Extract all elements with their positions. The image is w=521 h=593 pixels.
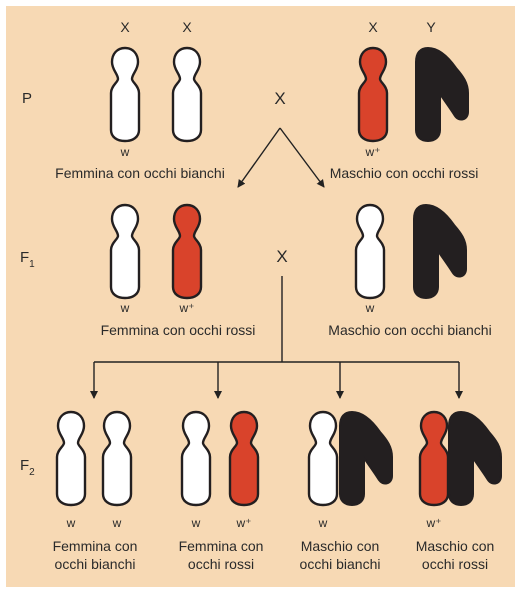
f2-label-3-line1: Maschio con xyxy=(301,538,380,554)
x-chromosome-red xyxy=(359,48,387,141)
allele-label: w xyxy=(120,145,130,159)
f1-female-label: Femmina con occhi rossi xyxy=(101,322,256,338)
allele-label: w xyxy=(66,516,76,530)
allele-label: w⁺ xyxy=(179,301,195,315)
f2-label-1-line2: occhi bianchi xyxy=(55,556,136,572)
p-male-label: Maschio con occhi rossi xyxy=(330,165,479,181)
allele-label: w⁺ xyxy=(426,516,442,530)
allele-label: w xyxy=(112,516,122,530)
allele-label: w xyxy=(120,301,130,315)
f2-label-1-line1: Femmina con xyxy=(53,538,138,554)
chromosome-label-x-3: X xyxy=(368,19,378,35)
cross-symbol: X xyxy=(276,247,287,266)
x-chromosome-red xyxy=(173,205,201,298)
allele-label: w xyxy=(318,516,328,530)
f1-male-label: Maschio con occhi bianchi xyxy=(328,322,491,338)
f2-label-4-line2: occhi rossi xyxy=(422,556,488,572)
allele-label: w⁺ xyxy=(236,516,252,530)
x-chromosome-white xyxy=(173,48,201,141)
cross-symbol: X xyxy=(274,89,285,108)
x-chromosome-white xyxy=(111,205,139,298)
x-chromosome-white xyxy=(57,412,85,505)
allele-label: w⁺ xyxy=(365,145,381,159)
f2-label-3-line2: occhi bianchi xyxy=(300,556,381,572)
f2-label-4-line1: Maschio con xyxy=(416,538,495,554)
x-chromosome-red xyxy=(230,412,258,505)
allele-label: w xyxy=(365,301,375,315)
f2-label-2-line2: occhi rossi xyxy=(188,556,254,572)
p-female-label: Femmina con occhi bianchi xyxy=(55,165,225,181)
x-chromosome-white xyxy=(356,205,384,298)
f2-label-2-line1: Femmina con xyxy=(179,538,264,554)
x-chromosome-white xyxy=(182,412,210,505)
chromosome-label-x-2: X xyxy=(182,19,192,35)
generation-label-p: P xyxy=(22,90,32,107)
chromosome-label-x-1: X xyxy=(120,19,130,35)
x-chromosome-white xyxy=(103,412,131,505)
x-chromosome-white xyxy=(309,412,337,505)
chromosome-label-y: Y xyxy=(426,19,436,35)
x-chromosome-white xyxy=(111,48,139,141)
x-chromosome-red xyxy=(420,412,448,505)
allele-label: w xyxy=(191,516,201,530)
